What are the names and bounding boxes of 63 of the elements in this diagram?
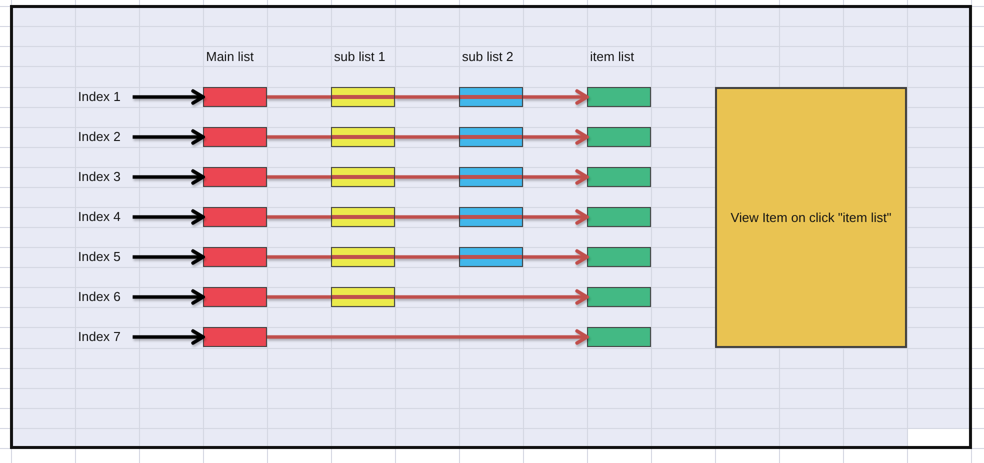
arrow (395, 289, 589, 305)
sub-list-block (459, 167, 523, 187)
index-label: Index 1 (78, 89, 121, 105)
sub-list-block (331, 87, 395, 107)
index-label: Index 5 (78, 249, 121, 265)
arrow (132, 289, 205, 305)
connector-line (395, 135, 459, 139)
connector-line (395, 255, 459, 259)
main-list-block (203, 327, 267, 347)
connector-line (267, 135, 331, 139)
arrow (523, 169, 589, 185)
item-list-block (587, 247, 651, 267)
index-label: Index 4 (78, 209, 121, 225)
view-panel (715, 87, 907, 348)
connector-line (267, 175, 331, 179)
main-list-block (203, 287, 267, 307)
arrow (132, 249, 205, 265)
arrow (132, 329, 205, 345)
arrow (132, 169, 205, 185)
arrow (523, 129, 589, 145)
connector-line (395, 175, 459, 179)
main-list-block (203, 87, 267, 107)
sub-list-block (331, 287, 395, 307)
sub-list-block (331, 207, 395, 227)
sub-list-block (331, 247, 395, 267)
connector-line (267, 215, 331, 219)
connector-line (267, 295, 331, 299)
arrow (523, 249, 589, 265)
arrow (267, 329, 589, 345)
main-list-block (203, 247, 267, 267)
item-list-block (587, 327, 651, 347)
index-label: Index 3 (78, 169, 121, 185)
arrow (132, 129, 205, 145)
connector-line (395, 215, 459, 219)
sub-list-block (459, 247, 523, 267)
main-list-block (203, 127, 267, 147)
connector-line (267, 255, 331, 259)
sub-list-block (331, 167, 395, 187)
index-label: Index 6 (78, 289, 121, 305)
sub-list-block (331, 127, 395, 147)
item-list-block (587, 87, 651, 107)
sub-list-block (459, 127, 523, 147)
column-header: Main list (206, 49, 254, 65)
item-list-block (587, 127, 651, 147)
column-header: sub list 2 (462, 49, 514, 65)
sub-list-block (459, 87, 523, 107)
arrow (523, 89, 589, 105)
arrow (523, 209, 589, 225)
index-label: Index 7 (78, 329, 121, 345)
sub-list-block (459, 207, 523, 227)
main-list-block (203, 207, 267, 227)
column-header: sub list 1 (334, 49, 386, 65)
item-list-block (587, 207, 651, 227)
arrow (132, 89, 205, 105)
index-label: Index 2 (78, 129, 121, 145)
column-header: item list (590, 49, 634, 65)
connector-line (395, 95, 459, 99)
connector-line (267, 95, 331, 99)
arrow (132, 209, 205, 225)
main-list-block (203, 167, 267, 187)
panel-text: View Item on click "item list" (730, 210, 892, 226)
item-list-block (587, 167, 651, 187)
item-list-block (587, 287, 651, 307)
